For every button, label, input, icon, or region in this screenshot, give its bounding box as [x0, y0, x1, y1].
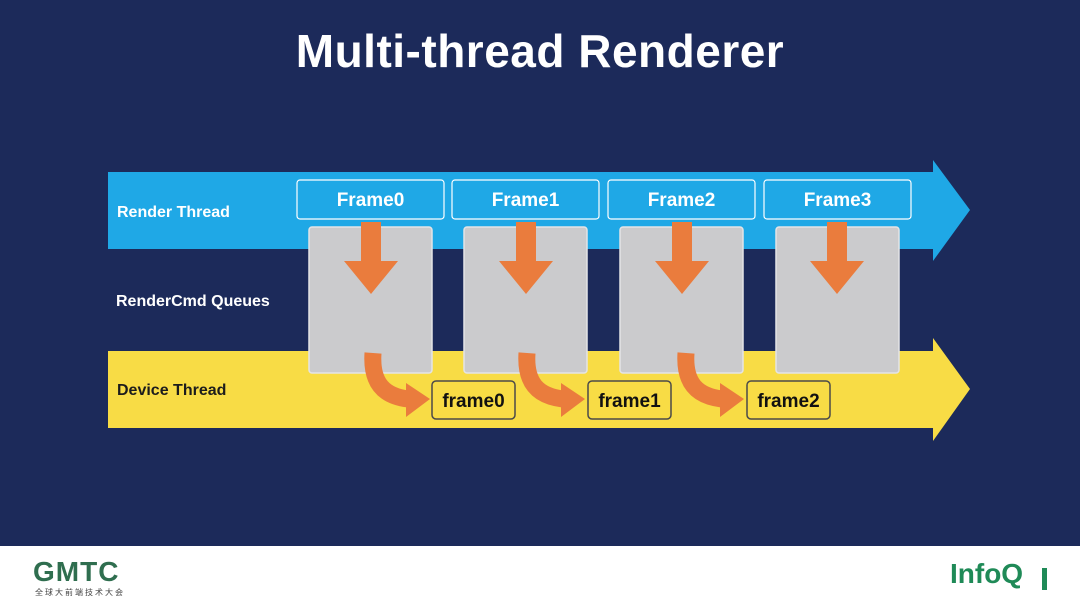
- render-thread-label: Render Thread: [117, 204, 230, 221]
- render-frame-label: Frame0: [337, 190, 405, 211]
- render-frame-box: Frame1: [451, 179, 600, 220]
- thread-diagram: .lane-label { font-family:"Liberation Sa…: [108, 160, 970, 441]
- gmtc-logo-subtitle: 全球大前端技术大会: [35, 588, 125, 597]
- rendercmd-queues-label: RenderCmd Queues: [116, 293, 270, 310]
- down-arrow: [499, 222, 553, 294]
- down-arrow: [655, 222, 709, 294]
- render-frame-label: Frame1: [492, 190, 560, 211]
- gmtc-logo: GMTC: [33, 556, 120, 587]
- render-frame-box: Frame0: [296, 179, 445, 220]
- slide: Multi-thread Renderer .lane-label { font…: [108, 25, 970, 441]
- device-frame-box: frame2: [746, 380, 831, 420]
- infoq-logo: InfoQ: [950, 558, 1024, 589]
- slide-title: Multi-thread Renderer: [295, 25, 785, 77]
- device-thread-label: Device Thread: [117, 382, 226, 399]
- device-frame-label: frame1: [598, 391, 661, 412]
- device-frame-box: frame0: [431, 380, 516, 420]
- curved-arrow: [364, 352, 430, 417]
- infoq-logo-mark: [1042, 568, 1047, 590]
- down-arrow: [344, 222, 398, 294]
- render-frame-label: Frame3: [804, 190, 872, 211]
- device-frame-label: frame2: [757, 391, 819, 412]
- device-frame-box: frame1: [587, 380, 672, 420]
- footer: GMTC 全球大前端技术大会 InfoQ: [0, 546, 1080, 604]
- render-frame-label: Frame2: [648, 190, 716, 211]
- device-frame-label: frame0: [442, 391, 504, 412]
- curved-arrow: [518, 352, 585, 417]
- render-frame-box: Frame2: [607, 179, 756, 220]
- render-frame-box: Frame3: [763, 179, 912, 220]
- curved-arrow: [677, 352, 744, 417]
- down-arrow: [810, 222, 864, 294]
